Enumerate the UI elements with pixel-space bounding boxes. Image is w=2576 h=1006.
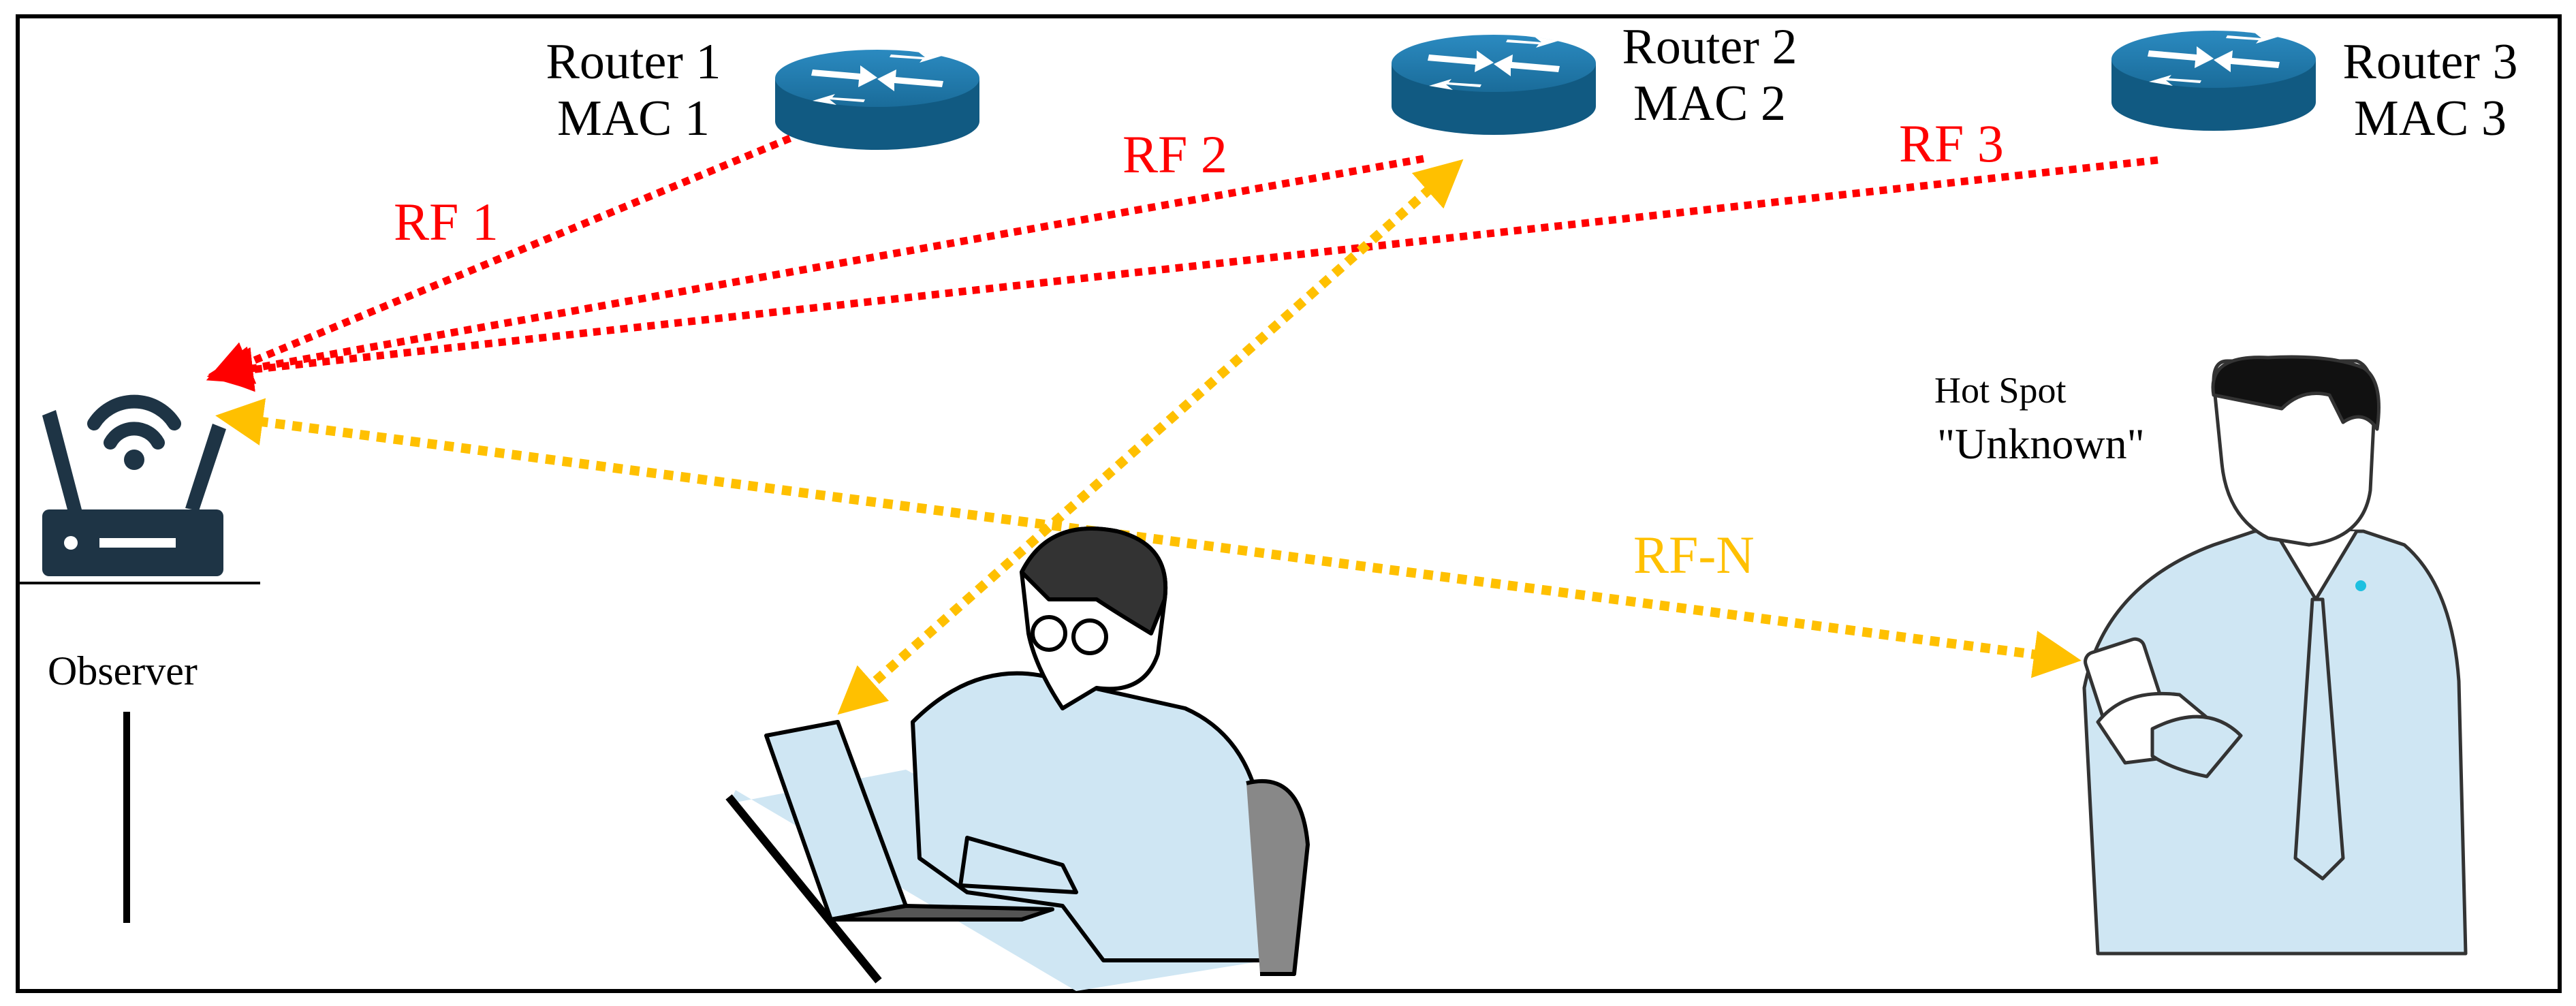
- router-3-label: Router 3 MAC 3: [2314, 34, 2546, 147]
- router-1-icon: [775, 50, 979, 150]
- observer-label: Observer: [48, 648, 198, 693]
- rf-n-line: [215, 398, 2082, 678]
- rf-1-label: RF 1: [394, 192, 499, 251]
- router-1-mac: MAC 1: [556, 90, 710, 146]
- router-3-name: Router 3: [2342, 34, 2518, 90]
- rf-3-label: RF 3: [1899, 114, 2004, 173]
- hotspot-name: "Unknown": [1937, 420, 2145, 468]
- rf-yellow-links: [215, 159, 2082, 715]
- rf-3-line: [208, 156, 2158, 392]
- rf-n-label: RF-N: [1633, 525, 1755, 584]
- router-3-icon: [2111, 31, 2316, 131]
- rf-2-line: [206, 155, 1424, 391]
- router-2-label: Router 2 MAC 2: [1594, 19, 1825, 132]
- router-1-label: Router 1 MAC 1: [518, 34, 749, 147]
- hotspot-title: Hot Spot: [1934, 370, 2067, 411]
- rf-2-label: RF 2: [1122, 125, 1227, 184]
- router-1-name: Router 1: [546, 34, 721, 90]
- rf-red-links: [206, 134, 2158, 392]
- person-at-laptop-icon: [725, 526, 1310, 991]
- diagram-border: [16, 14, 2562, 993]
- router-2-mac: MAC 2: [1633, 75, 1787, 131]
- router-2-icon: [1392, 35, 1596, 135]
- person-with-phone-icon: [2082, 355, 2468, 956]
- router-3-mac: MAC 3: [2353, 90, 2507, 146]
- observer-icon: [18, 394, 260, 923]
- router-2-name: Router 2: [1622, 19, 1797, 75]
